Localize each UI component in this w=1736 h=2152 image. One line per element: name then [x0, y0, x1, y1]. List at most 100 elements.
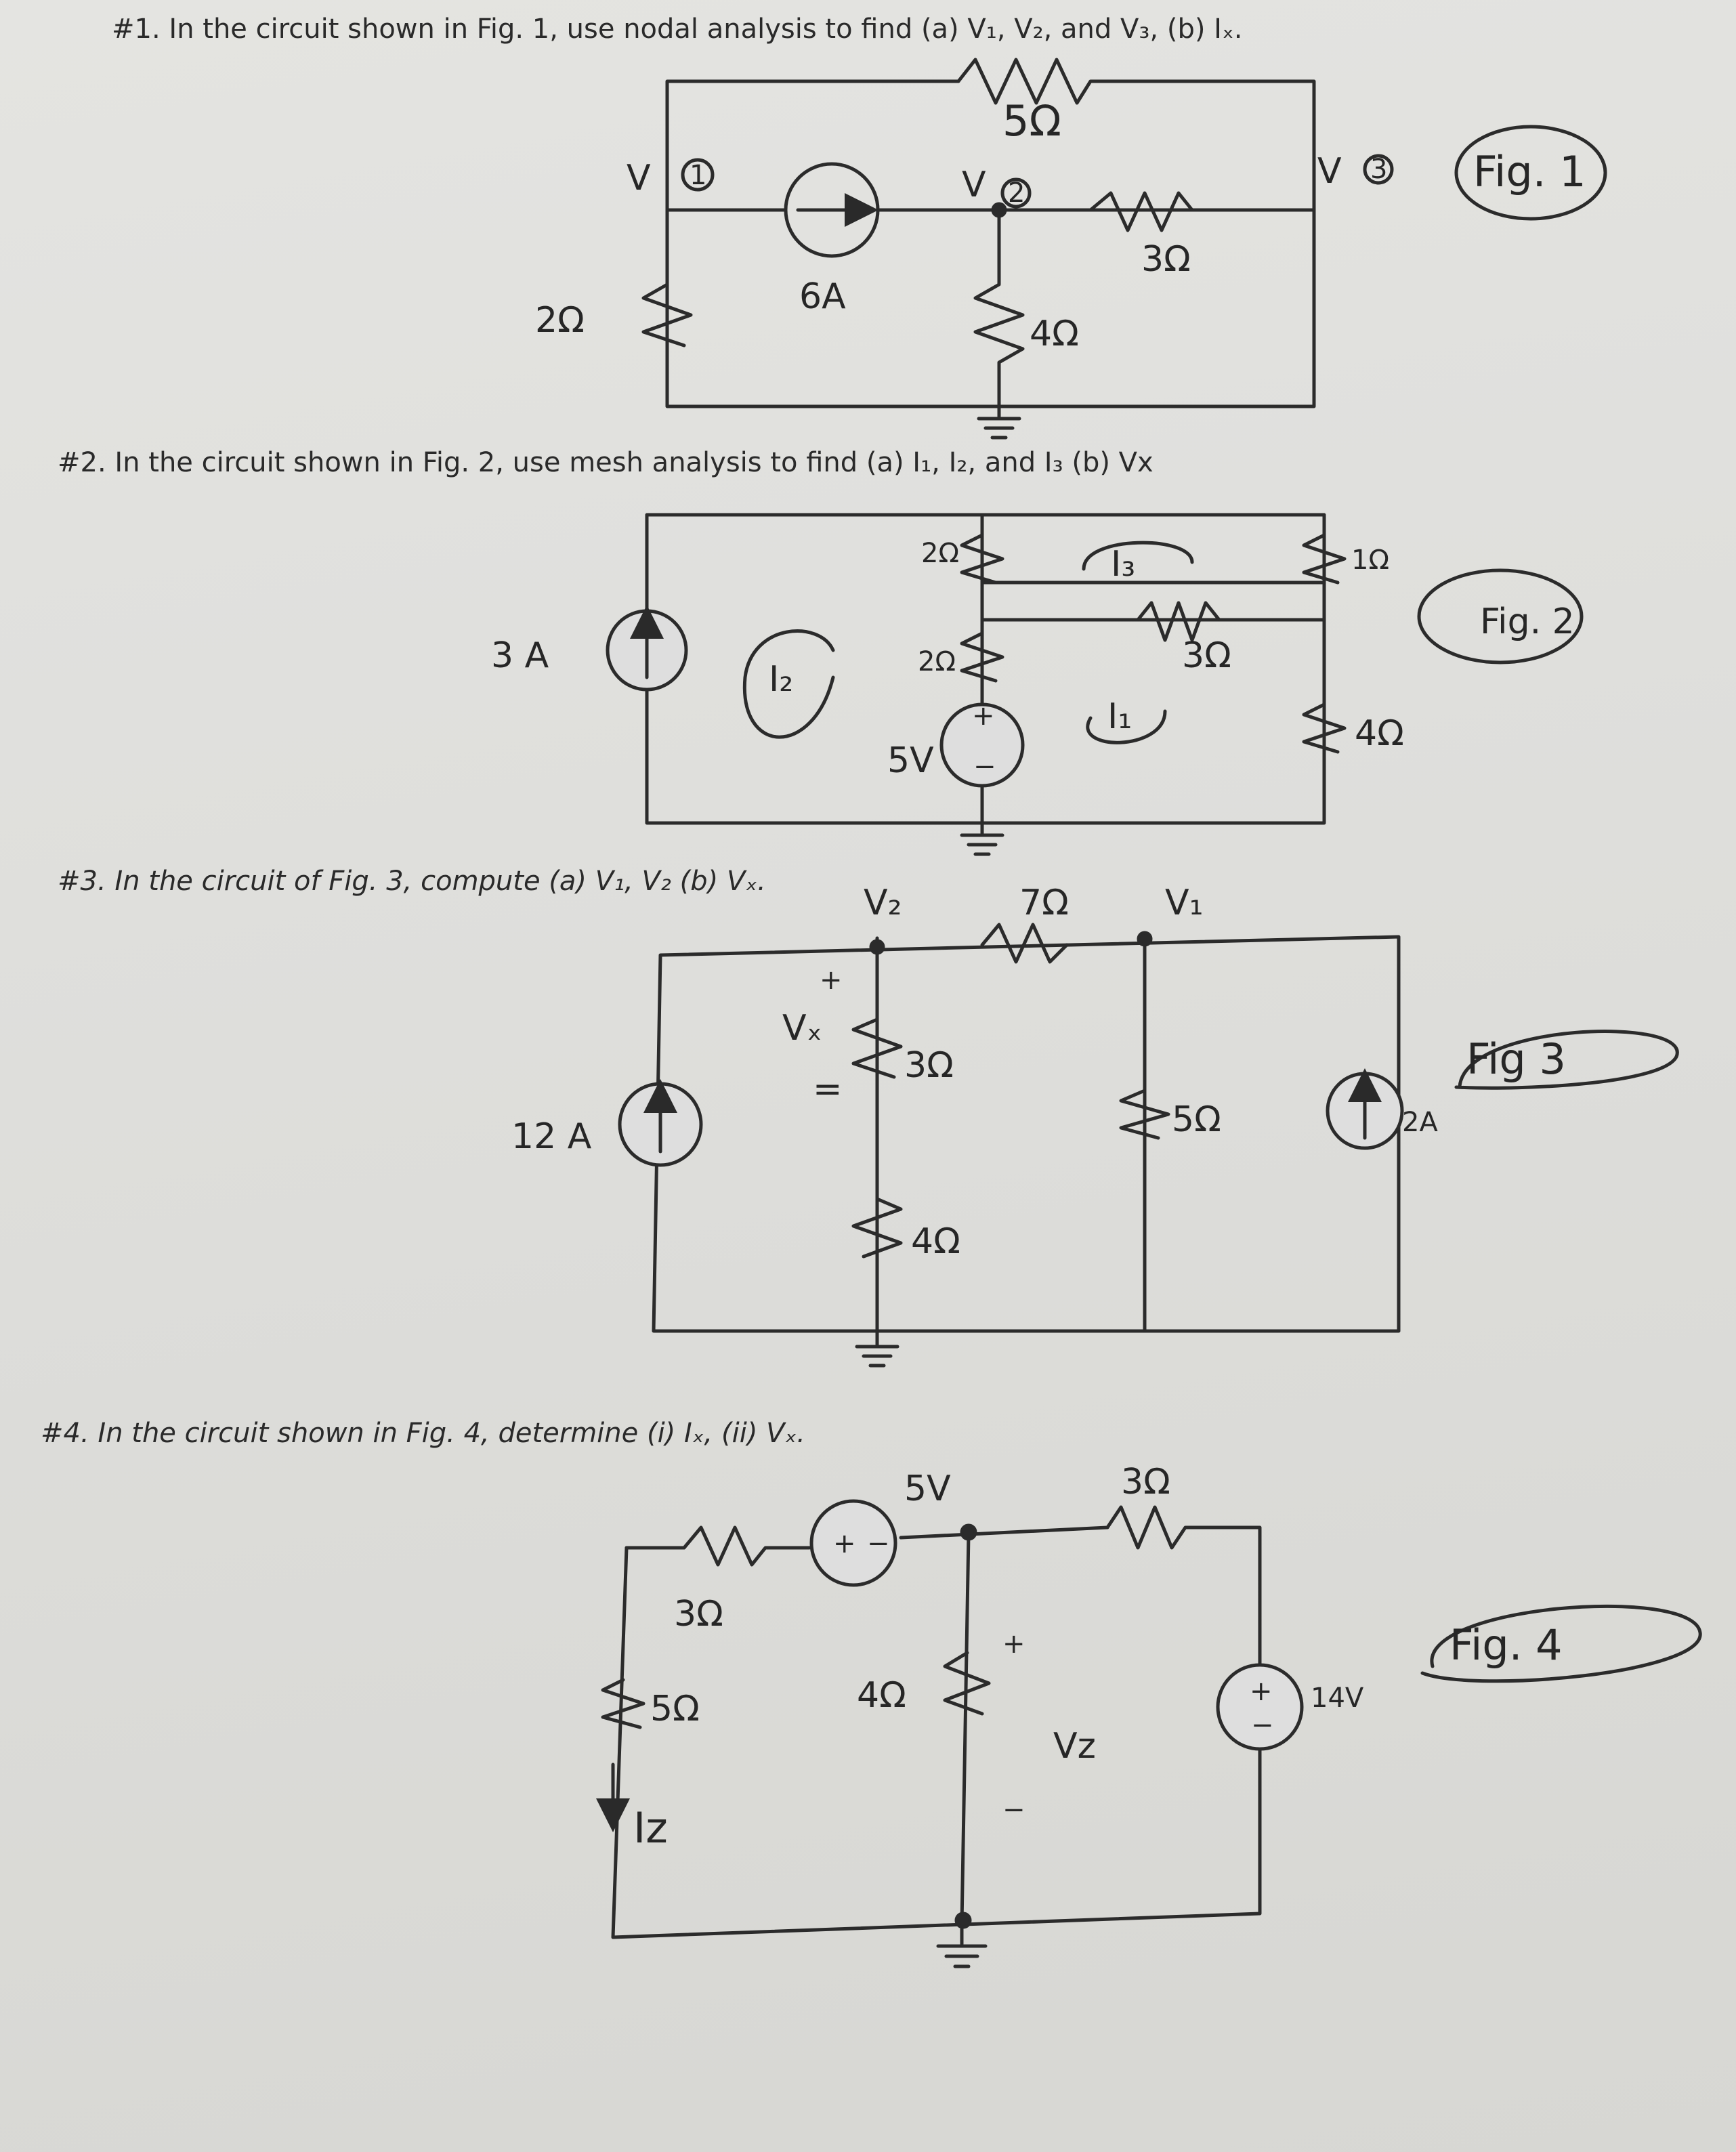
fig4-source-right-minus: − — [1251, 1710, 1274, 1741]
fig1-node2-dot — [991, 202, 1007, 218]
fig1-tag: Fig. 1 — [1473, 147, 1586, 196]
fig4-r-left-zigzag — [601, 1678, 645, 1729]
fig1-r-left-zigzag — [641, 282, 693, 347]
fig2-r-mid-label: 2Ω — [918, 646, 956, 677]
fig4-r-mid-label: 4Ω — [857, 1675, 906, 1716]
fig1-node3-circle — [1363, 154, 1394, 185]
fig2-r-right-bottom-label: 4Ω — [1355, 713, 1404, 754]
fig1-wire-top-left — [665, 79, 960, 212]
fig1-node3-number: 3 — [1370, 154, 1387, 185]
fig4-r-mid-zigzag — [943, 1651, 991, 1716]
question-2: #2. In the circuit shown in Fig. 2, use … — [58, 447, 1153, 478]
fig2-mesh-i2-arc — [742, 629, 835, 739]
fig1-r-mid-label: 4Ω — [1030, 314, 1079, 354]
fig1-node1-circle — [681, 158, 715, 192]
fig4-source-top-minus: − — [867, 1528, 890, 1559]
fig1-tag-circle — [1454, 125, 1607, 221]
fig2-tag-circle — [1417, 568, 1584, 664]
fig1-r-top-zigzag — [956, 58, 1109, 105]
fig4-r-left-label: 5Ω — [650, 1689, 700, 1729]
fig4-tag: Fig. 4 — [1449, 1620, 1563, 1670]
fig2-mesh-i1-label: I₁ — [1107, 696, 1132, 737]
fig3-source-right-label: 2A — [1402, 1107, 1438, 1138]
fig2-source-voltage-label: 5V — [887, 740, 934, 781]
fig4-current-label: Iz — [633, 1803, 668, 1853]
fig3-tag: Fig 3 — [1466, 1034, 1566, 1084]
fig1-r-mid-zigzag — [973, 208, 1025, 408]
fig2-r-right-top-label: 1Ω — [1351, 545, 1389, 576]
fig2-ground — [960, 821, 1004, 856]
fig1-r-diag-label: 3Ω — [1141, 239, 1191, 280]
fig1-node2-circle — [1000, 177, 1032, 209]
fig4-r-top-right-label: 3Ω — [1121, 1462, 1170, 1502]
fig2-source-minus: − — [973, 751, 996, 782]
fig2-r-top-label: 2Ω — [921, 538, 959, 569]
fig3-node-v2-dot — [869, 939, 885, 955]
fig3-r-right-zigzag — [1119, 1089, 1170, 1140]
fig1-circuit — [641, 58, 1394, 440]
question-4: #4. In the circuit shown in Fig. 4, dete… — [41, 1418, 805, 1449]
fig4-tag-circle — [1420, 1604, 1702, 1683]
fig4-node-top-dot — [960, 1523, 977, 1541]
fig3-r-mid-upper-zigzag — [851, 1017, 903, 1079]
fig2-mesh-i1-arc — [1086, 709, 1167, 744]
fig3-r-top-label: 7Ω — [1019, 883, 1069, 923]
fig3-r-mid-lower-label: 4Ω — [911, 1221, 960, 1262]
fig2-mesh-i3-label: I₃ — [1111, 544, 1135, 585]
fig1-node2-letter: V — [962, 165, 986, 205]
fig4-wire-top-mid — [899, 1525, 1109, 1540]
question-1: #1. In the circuit shown in Fig. 1, use … — [112, 14, 1243, 45]
fig1-r-left-label: 2Ω — [535, 300, 585, 341]
fig2-circuit — [606, 513, 1347, 856]
fig1-ground — [977, 404, 1021, 440]
fig4-r-top-left-zigzag — [682, 1525, 811, 1567]
fig4-ground — [936, 1922, 988, 1968]
fig2-source-plus: + — [972, 700, 995, 732]
fig1-node3-letter: V — [1317, 151, 1342, 192]
fig4-voltage-source-right — [1216, 1663, 1304, 1751]
fig2-r-horiz-zigzag — [1136, 601, 1221, 642]
fig4-circuit — [596, 1499, 1304, 1968]
fig1-outer-wire — [665, 79, 1316, 408]
fig4-wire-center — [960, 1532, 971, 1926]
fig3-node-v1-dot — [1137, 931, 1153, 947]
fig3-r-mid-lower-zigzag — [851, 1197, 903, 1259]
fig4-source-top-plus: + — [833, 1528, 856, 1559]
fig4-source-right-plus: + — [1250, 1676, 1273, 1707]
fig3-ground — [855, 1329, 899, 1368]
fig3-vx-plus: + — [820, 965, 843, 996]
fig2-r-top-zigzag — [960, 533, 1004, 585]
question-3: #3. In the circuit of Fig. 3, compute (a… — [58, 866, 766, 897]
fig2-mesh-i2-label: I₂ — [769, 659, 793, 700]
fig4-r-top-left-label: 3Ω — [674, 1594, 723, 1634]
fig2-tag: Fig. 2 — [1480, 602, 1575, 642]
fig3-outer-wire — [652, 935, 1401, 1333]
fig1-r-top-label: 5Ω — [1002, 96, 1061, 146]
fig3-vx-minus: = — [813, 1069, 843, 1110]
fig3-r-top-zigzag — [980, 923, 1069, 964]
fig3-r-mid-upper-label: 3Ω — [904, 1045, 954, 1086]
fig4-voltage-label: Vz — [1053, 1726, 1096, 1767]
fig1-node2-number: 2 — [1008, 177, 1025, 209]
fig3-r-right-label: 5Ω — [1172, 1099, 1221, 1140]
fig3-vx-label: Vₓ — [782, 1008, 822, 1049]
fig2-r-right-top-zigzag — [1302, 533, 1347, 585]
fig3-circuit — [618, 923, 1404, 1368]
fig3-node-v1-label: V₁ — [1165, 883, 1203, 923]
fig4-voltage-plus: + — [1002, 1628, 1025, 1660]
fig4-node-bottom-dot — [954, 1912, 972, 1929]
fig2-outer-wire — [645, 513, 1326, 825]
fig2-r-right-bottom-zigzag — [1302, 702, 1347, 754]
fig2-source-label: 3 A — [491, 635, 549, 676]
fig1-node1-letter: V — [627, 158, 651, 198]
fig2-r-horiz-label: 3Ω — [1182, 635, 1231, 676]
fig4-voltage-source-top — [809, 1499, 897, 1587]
fig1-node1-number: 1 — [690, 160, 706, 191]
fig4-source-right-label: 14V — [1311, 1683, 1364, 1714]
fig3-tag-circle — [1454, 1030, 1679, 1090]
fig2-r-mid-zigzag — [960, 631, 1004, 683]
fig1-r-diag-zigzag — [1088, 191, 1194, 232]
fig1-source-label: 6A — [799, 276, 846, 317]
